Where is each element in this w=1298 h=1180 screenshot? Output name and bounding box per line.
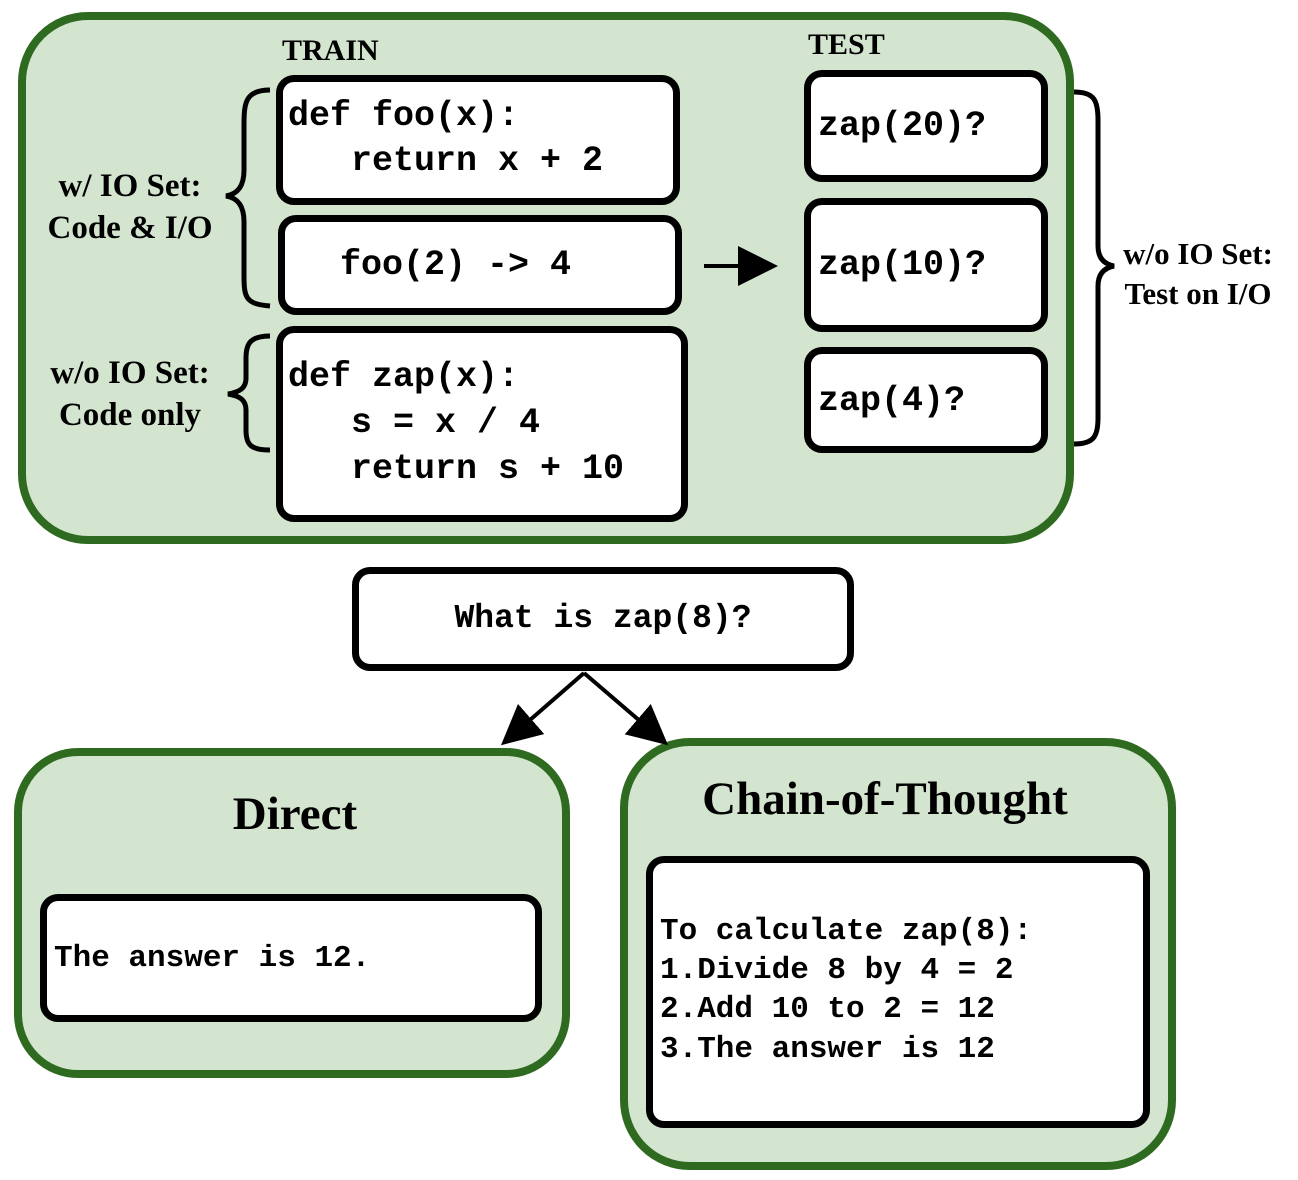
cot-line-1: To calculate zap(8): [660, 914, 1033, 949]
query-to-direct-arrow [500, 671, 586, 746]
test-query-box-2 [804, 198, 1048, 332]
test-query-box-1 [804, 70, 1048, 182]
query-to-cot-arrow [582, 671, 669, 746]
zap-definition-line-1: def zap(x): [288, 357, 520, 397]
without-io-code-label: w/o IO Set: Code only [50, 355, 210, 433]
without-io-test-label: w/o IO Set: Test on I/O [1123, 236, 1273, 311]
direct-answer-box [40, 894, 542, 1022]
with-io-label: w/ IO Set: Code & I/O [47, 168, 213, 246]
test-query-1: zap(20)? [818, 106, 987, 146]
left-brace-with-io [225, 87, 271, 309]
direct-title: Direct [232, 788, 358, 840]
foo-definition-line-1: def foo(x): [288, 96, 520, 136]
zap-definition-box [276, 326, 688, 522]
query-text: What is zap(8)? [454, 600, 752, 637]
foo-definition-box [276, 75, 680, 205]
foo-definition-line-2: return x + 2 [309, 141, 604, 181]
test-label: TEST [808, 28, 885, 61]
test-query-2: zap(10)? [818, 245, 987, 285]
foo-io-box [278, 215, 682, 315]
left-brace-without-io [227, 333, 271, 453]
cot-line-3: 2.Add 10 to 2 = 12 [660, 992, 995, 1027]
query-box [352, 567, 854, 671]
zap-definition-line-2: s = x / 4 [309, 403, 541, 443]
direct-answer: The answer is 12. [54, 941, 371, 976]
cot-reasoning-box [646, 856, 1150, 1128]
foo-io-example: foo(2) -> 4 [340, 245, 572, 285]
cot-title: Chain-of-Thought [702, 773, 1068, 825]
zap-definition-line-3: return s + 10 [309, 449, 625, 489]
cot-line-2: 1.Divide 8 by 4 = 2 [660, 953, 1014, 988]
right-brace-test [1073, 89, 1115, 447]
test-query-box-3 [804, 347, 1048, 453]
train-label: TRAIN [282, 34, 379, 67]
cot-line-4: 3.The answer is 12 [660, 1032, 995, 1067]
test-query-3: zap(4)? [818, 381, 966, 421]
